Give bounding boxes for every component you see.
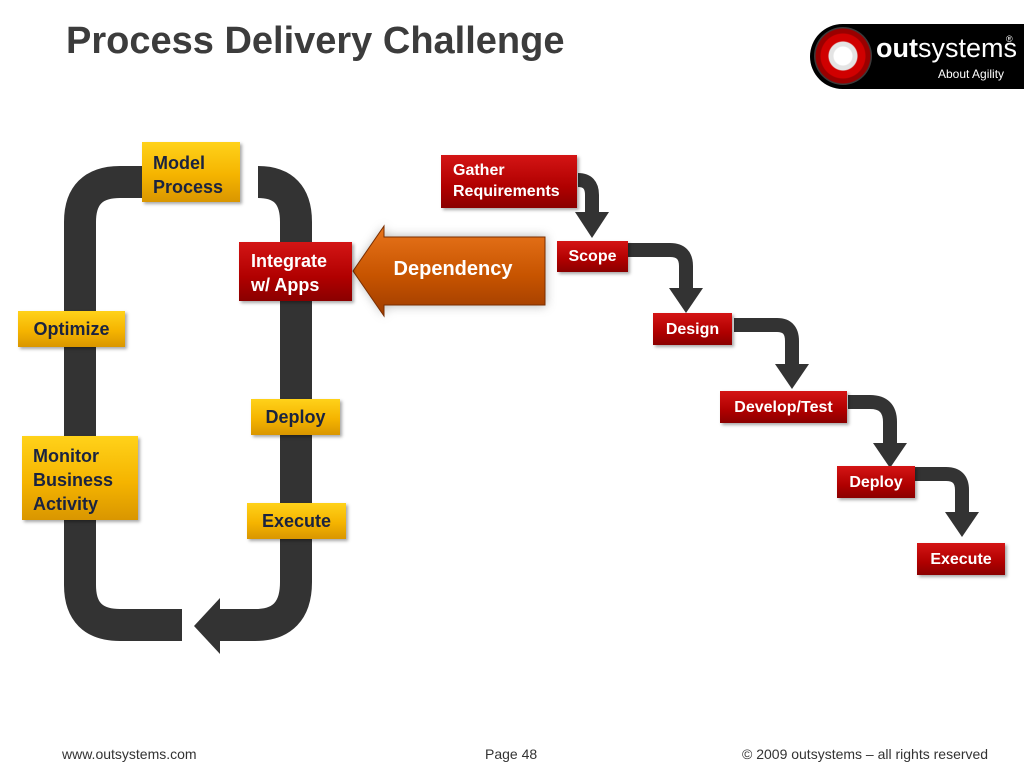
box-line: Gather — [453, 162, 505, 179]
arrow-down-icon — [669, 288, 703, 313]
optimize-box: Optimize — [18, 311, 125, 347]
box-line: Requirements — [453, 183, 560, 200]
design-box: Design — [653, 313, 732, 345]
box-line: Integrate — [251, 251, 328, 271]
arrow-down-icon — [575, 212, 609, 238]
footer-website: www.outsystems.com — [62, 746, 197, 762]
develop-test-box: Develop/Test — [720, 391, 847, 423]
logo-disc-icon — [814, 27, 872, 85]
waterfall-connectors — [577, 173, 969, 514]
arrow-down-icon — [945, 512, 979, 537]
scope-box: Scope — [557, 241, 628, 272]
footer-copyright: © 2009 outsystems – all rights reserved — [742, 746, 989, 762]
slide-title: Process Delivery Challenge — [66, 20, 565, 62]
box-line: w/ Apps — [251, 275, 320, 295]
box-label: Deploy — [265, 407, 326, 427]
dependency-arrow — [352, 224, 546, 318]
logo-wordmark: outsystems — [876, 33, 1017, 63]
box-label: Design — [665, 320, 720, 338]
footer-page-number: Page 48 — [485, 746, 538, 762]
box-line: Activity — [33, 494, 99, 514]
box-line: Business — [33, 470, 114, 490]
execute-cycle-box: Execute — [247, 503, 346, 539]
model-process-box: Model Process — [142, 142, 240, 202]
dependency-label: Dependency — [393, 258, 513, 280]
integrate-apps-box: Integrate w/ Apps — [239, 242, 352, 301]
gather-requirements-box: Gather Requirements — [441, 155, 577, 208]
monitor-activity-box: Monitor Business Activity — [22, 436, 138, 520]
deploy-waterfall-box: Deploy — [837, 466, 915, 498]
waterfall-arrowheads — [575, 212, 979, 537]
box-line: Monitor — [33, 446, 99, 466]
cycle-loop — [64, 166, 312, 654]
execute-waterfall-box: Execute — [917, 543, 1005, 575]
box-label: Deploy — [849, 473, 903, 491]
box-label: Execute — [261, 511, 332, 531]
box-line: Process — [153, 177, 224, 197]
logo-registered-mark: ® — [1006, 34, 1013, 44]
box-label: Scope — [568, 248, 617, 265]
outsystems-logo: outsystems ® About Agility — [810, 24, 1024, 89]
box-label: Develop/Test — [734, 398, 833, 416]
arrow-down-icon — [775, 364, 809, 389]
deploy-cycle-box: Deploy — [251, 399, 340, 435]
cycle-arrowhead-icon — [194, 598, 220, 654]
arrow-down-icon — [873, 443, 907, 468]
box-label: Optimize — [33, 319, 110, 339]
box-label: Execute — [930, 550, 992, 568]
box-line: Model — [153, 153, 205, 173]
logo-tagline: About Agility — [938, 67, 1005, 81]
